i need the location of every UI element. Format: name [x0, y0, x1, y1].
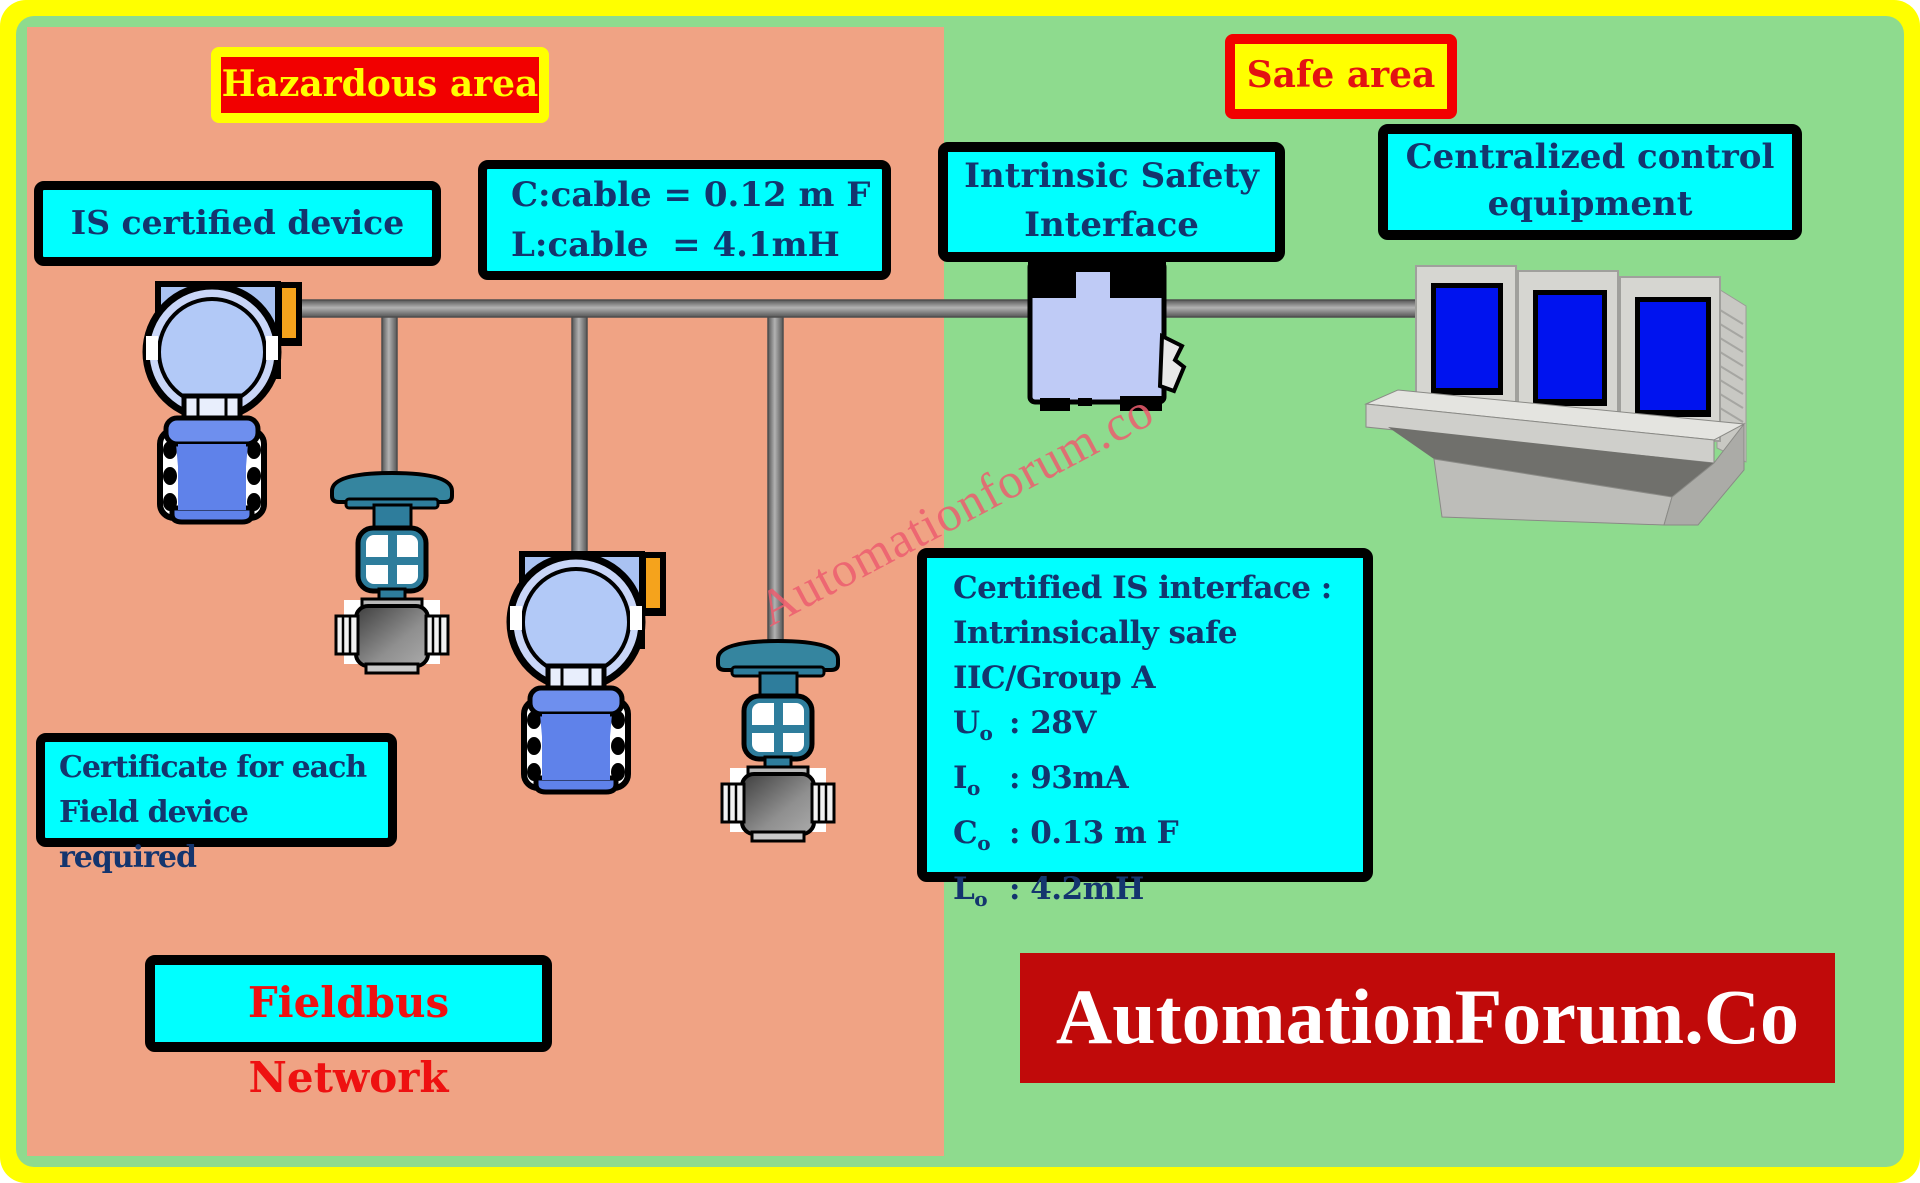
drop-cable-valve2	[767, 309, 784, 651]
centralized-control-equipment-label: Centralized control equipment	[1378, 124, 1802, 240]
hazardous-area-label: Hazardous area	[211, 47, 549, 123]
cable-inductance-line: L:cable = 4.1mH	[511, 225, 840, 265]
brand-logo: AutomationForum.Co	[1020, 953, 1835, 1083]
console-monitor-2	[1517, 270, 1619, 430]
isi-label-line2: Interface	[1024, 205, 1199, 245]
intrinsic-safety-interface-label: Intrinsic Safety Interface	[938, 142, 1285, 262]
control-console	[1364, 265, 1747, 526]
fieldbus-trunk-cable	[295, 299, 1421, 318]
certificate-line2: Field device required	[59, 795, 249, 875]
certificate-required-panel: Certificate for each Field device requir…	[36, 733, 397, 875]
cable-parameters-panel: C:cable = 0.12 m F L:cable = 4.1mH	[478, 160, 891, 280]
spec-title: Certified IS interface :	[953, 570, 1332, 606]
spec-param-uo: Uo: 28V	[953, 705, 1096, 746]
cce-label-line1: Centralized control	[1405, 137, 1775, 177]
drop-cable-transmitter2	[571, 309, 588, 559]
console-monitor-3	[1619, 276, 1721, 442]
spec-param-co: Co: 0.13 m F	[953, 815, 1179, 856]
spec-param-io: Io: 93mA	[953, 760, 1129, 801]
control-valve-device	[330, 470, 454, 675]
is-certified-device-label: IS certified device	[34, 181, 441, 266]
spec-param-lo: Lo: 4.2mH	[953, 870, 1144, 911]
console-monitor-1	[1415, 265, 1517, 419]
cce-label-line2: equipment	[1487, 184, 1693, 224]
certified-is-interface-spec-panel: Certified IS interface : Intrinsically s…	[917, 548, 1373, 911]
is-interface-device	[1027, 256, 1187, 411]
safe-area-label: Safe area	[1225, 34, 1457, 119]
spec-line-gas-group: IIC/Group A	[953, 660, 1156, 696]
certificate-line1: Certificate for each	[59, 750, 367, 785]
fieldbus-network-label: Fieldbus Network	[145, 955, 552, 1102]
isi-label-line1: Intrinsic Safety	[964, 156, 1259, 196]
transmitter-device-2	[510, 552, 666, 792]
transmitter-device	[142, 281, 302, 525]
spec-line-intrinsically-safe: Intrinsically safe	[953, 615, 1238, 651]
control-valve-device-2	[718, 641, 838, 841]
drop-cable-valve1	[381, 309, 398, 483]
cable-capacitance-line: C:cable = 0.12 m F	[511, 175, 871, 215]
